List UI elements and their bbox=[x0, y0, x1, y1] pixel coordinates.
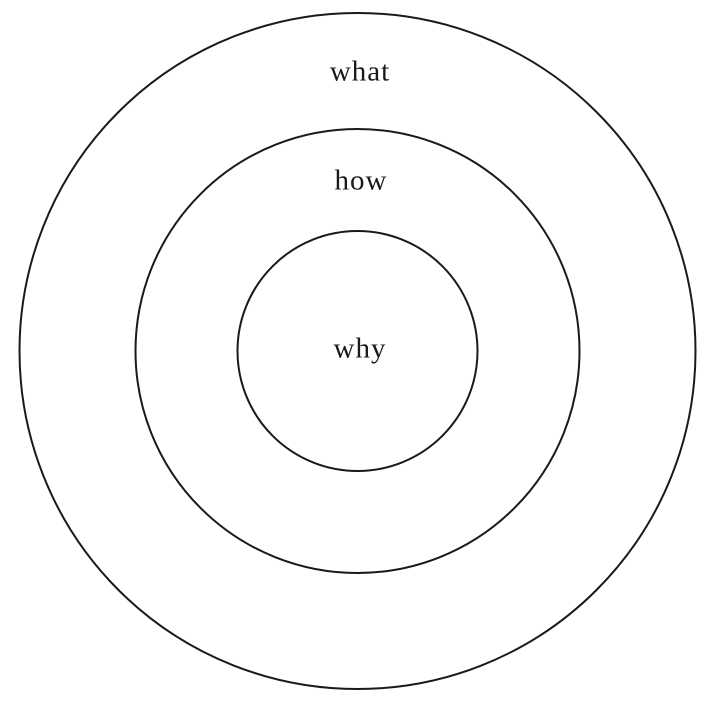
label-how: how bbox=[335, 165, 388, 197]
label-why: why bbox=[334, 333, 387, 365]
inner-circle-why bbox=[236, 230, 479, 472]
label-what: what bbox=[330, 56, 390, 88]
outer-circle-what bbox=[18, 12, 697, 690]
middle-circle-how bbox=[134, 128, 581, 574]
